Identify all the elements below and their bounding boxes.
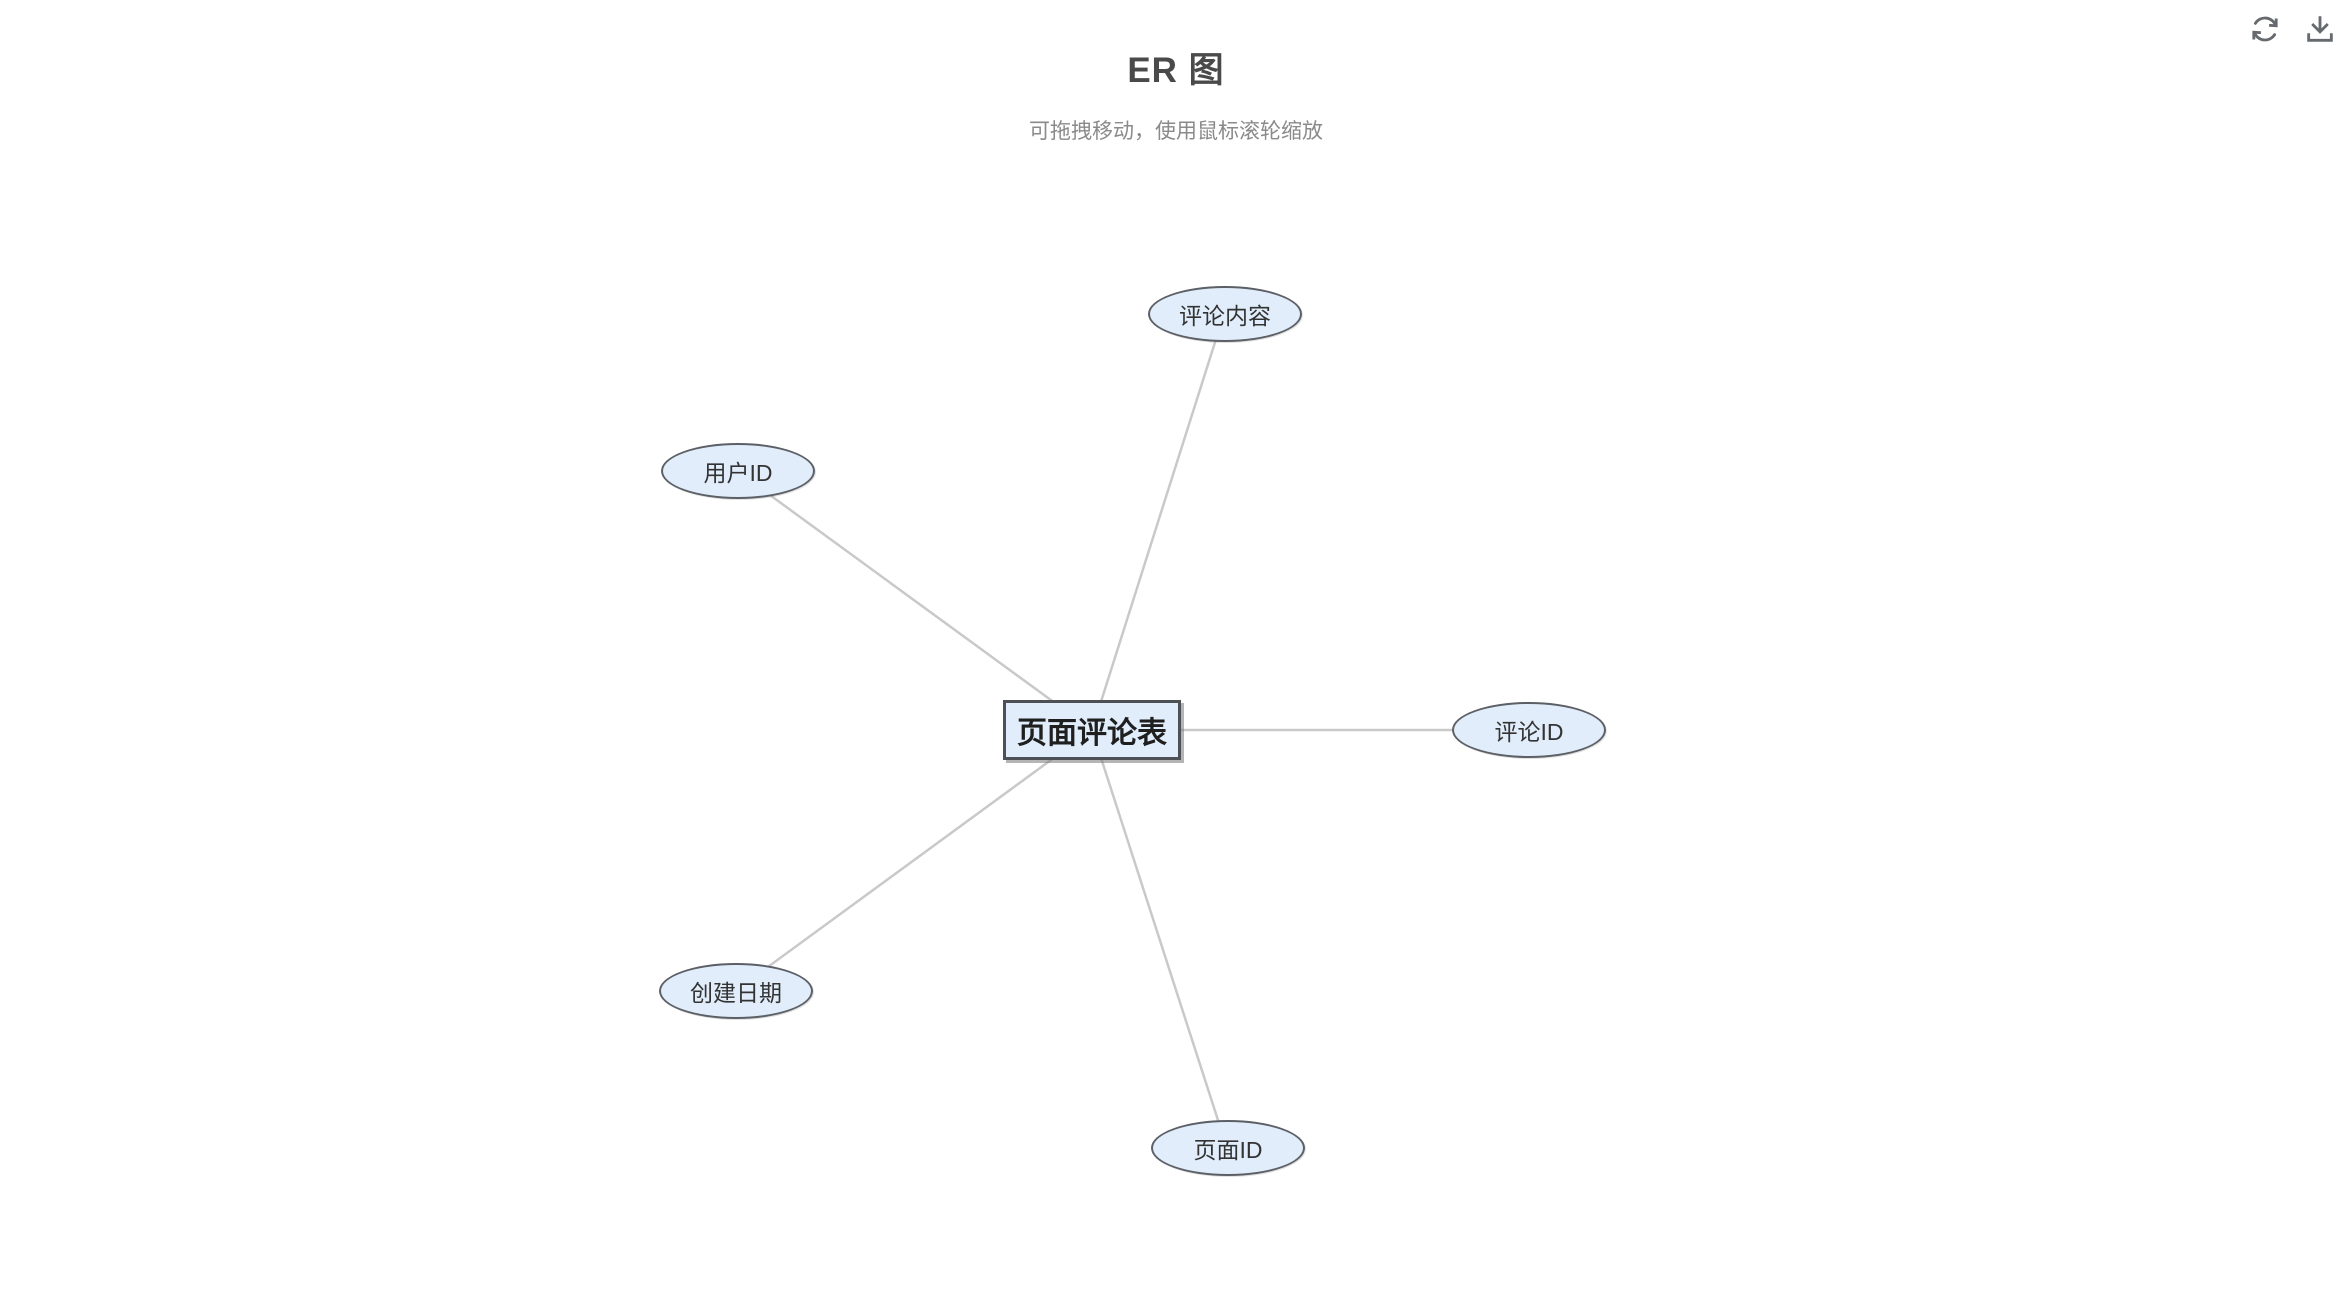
er-edge	[734, 728, 1093, 993]
download-button[interactable]	[2302, 12, 2338, 48]
refresh-button[interactable]	[2247, 12, 2283, 48]
attribute-node-comment-id[interactable]: 评论ID	[1452, 702, 1606, 758]
attribute-label: 创建日期	[690, 980, 782, 1006]
er-edge	[1090, 313, 1226, 731]
download-icon	[2303, 12, 2337, 49]
attribute-label: 评论内容	[1179, 303, 1271, 329]
er-edge	[736, 469, 1093, 732]
attribute-label: 页面ID	[1193, 1137, 1263, 1163]
page-title: ER 图	[1127, 51, 1225, 90]
attribute-node-user-id[interactable]: 用户ID	[661, 443, 815, 499]
toolbar	[2247, 12, 2338, 48]
attribute-label: 评论ID	[1494, 719, 1564, 745]
attribute-node-create-date[interactable]: 创建日期	[659, 963, 813, 1019]
entity-node[interactable]: 页面评论表	[1003, 700, 1181, 760]
attribute-node-comment-content[interactable]: 评论内容	[1148, 286, 1302, 342]
page-subtitle: 可拖拽移动，使用鼠标滚轮缩放	[1029, 120, 1323, 143]
header: ER 图 可拖拽移动，使用鼠标滚轮缩放	[0, 0, 2352, 145]
refresh-icon	[2248, 12, 2282, 49]
attribute-label: 用户ID	[703, 460, 773, 486]
entity-label: 页面评论表	[1017, 717, 1167, 750]
attribute-node-page-id[interactable]: 页面ID	[1151, 1120, 1305, 1176]
er-edge	[1090, 729, 1229, 1149]
